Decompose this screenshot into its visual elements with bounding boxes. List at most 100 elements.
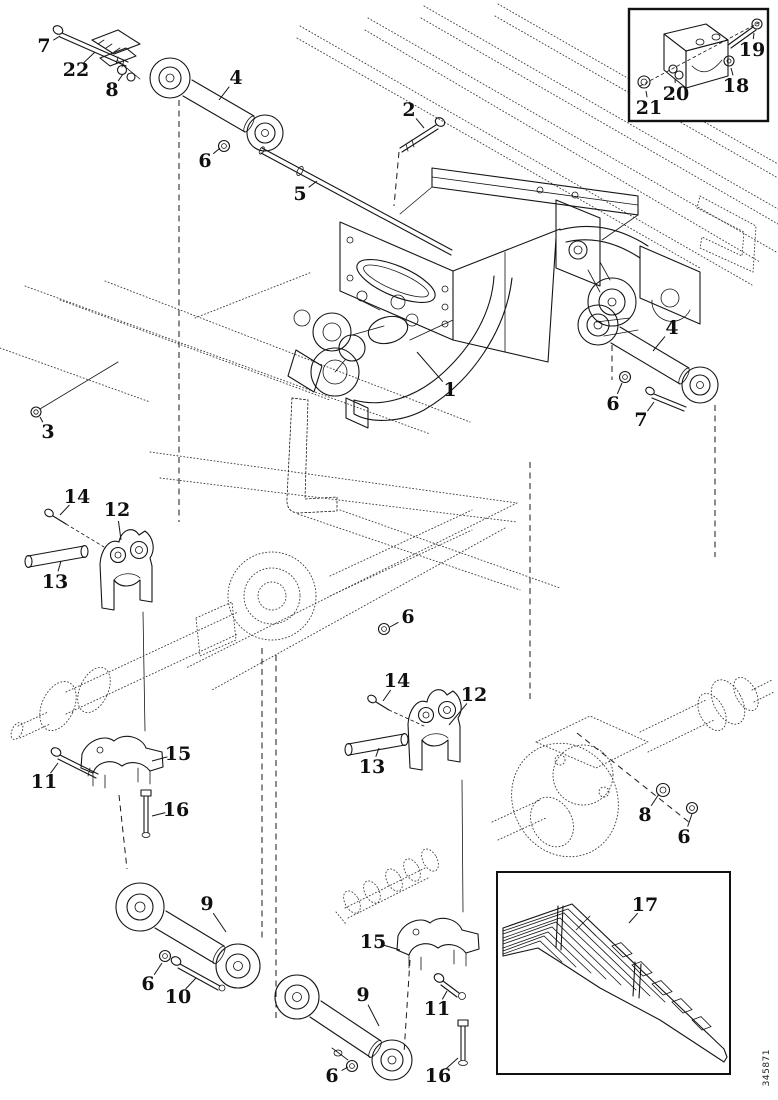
callout-14-16: 14 (64, 486, 90, 508)
nut-6-middle (377, 622, 391, 636)
callout-3-15: 3 (41, 421, 54, 443)
callout-13-22: 13 (359, 756, 385, 778)
bolt-16-middle (457, 1019, 469, 1066)
callout-13-18: 13 (42, 571, 68, 593)
callout-17-36: 17 (632, 894, 658, 916)
callout-leader-6 (389, 621, 399, 628)
callout-12-21: 12 (461, 684, 487, 706)
callout-leader-9 (367, 1004, 380, 1027)
callout-leader-14 (59, 504, 70, 516)
callout-leader-4 (218, 86, 230, 101)
carrier-assembly (287, 167, 701, 429)
bolt-14-left (44, 508, 105, 548)
leaf-spring-17 (502, 903, 728, 1063)
callout-leader-15 (151, 756, 168, 762)
callout-leader-6 (212, 147, 221, 155)
torque-rod-upper-right (577, 304, 719, 404)
pin-13-left (24, 544, 89, 569)
washers-20 (668, 64, 684, 80)
bolt-7-right (645, 386, 687, 412)
callout-8-26: 8 (638, 804, 651, 826)
rear-axle-phantom (335, 676, 775, 925)
callout-11-33: 11 (424, 998, 450, 1020)
callout-leader-10 (185, 977, 197, 990)
bolt-2 (399, 117, 446, 153)
callout-leader-17 (628, 912, 639, 924)
cap-15-left (80, 735, 164, 789)
callout-leader-13 (375, 747, 380, 757)
callout-6-19: 6 (401, 606, 414, 628)
callout-leader-16 (151, 812, 166, 817)
callout-20-9: 20 (663, 83, 689, 105)
callout-leader-6 (153, 962, 163, 976)
callout-7-0: 7 (37, 35, 50, 57)
callout-14-20: 14 (384, 670, 410, 692)
callout-leader-12 (117, 520, 122, 541)
callout-21-10: 21 (636, 97, 662, 119)
front-axle-phantom (10, 509, 473, 740)
callout-9-28: 9 (200, 893, 213, 915)
figure-code: 345871 (762, 1048, 772, 1086)
callout-leader-6 (341, 1066, 349, 1072)
washer-18 (723, 55, 735, 67)
callout-6-29: 6 (141, 973, 154, 995)
callout-15-32: 15 (360, 931, 386, 953)
inset-leaf-spring (496, 871, 731, 1075)
bolt-14-middle (367, 694, 425, 727)
callout-leader-22 (83, 51, 96, 63)
callout-leader-7 (647, 401, 655, 412)
torque-rod-lower-middle (274, 974, 413, 1081)
bolt-11-left (50, 747, 99, 779)
callout-leader-18 (730, 67, 734, 76)
callout-leader-12 (448, 703, 468, 726)
saddle-12-left (99, 529, 154, 611)
pin-13-middle (344, 732, 409, 757)
callout-leader-4 (652, 336, 666, 352)
callout-10-30: 10 (165, 986, 191, 1008)
callout-6-27: 6 (677, 826, 690, 848)
callout-16-34: 16 (425, 1065, 451, 1087)
bolt-7-upper-left (52, 25, 129, 68)
bolt-10 (170, 956, 226, 992)
rod-5 (258, 146, 453, 256)
washer-8-rear (655, 782, 671, 798)
callout-leader-2 (415, 118, 425, 129)
nut-6-lower-left (158, 949, 172, 963)
callout-1-11: 1 (443, 379, 456, 401)
nut-6-upper-left (217, 139, 231, 153)
nut-6-right (618, 370, 632, 384)
callout-7-14: 7 (634, 409, 647, 431)
callout-6-13: 6 (606, 393, 619, 415)
nut-6-rear (685, 801, 699, 815)
callout-leader-6 (687, 813, 693, 827)
washer-8-upper-left (116, 59, 141, 82)
callout-leader-5 (308, 180, 318, 188)
callout-22-1: 22 (63, 59, 89, 81)
callout-leader-19 (752, 32, 755, 40)
cap-15-middle (396, 917, 480, 971)
callout-leader-13 (57, 560, 62, 572)
callout-6-4: 6 (198, 150, 211, 172)
callout-leader-11 (441, 990, 448, 1000)
callout-5-5: 5 (293, 183, 306, 205)
nut-3 (30, 361, 119, 418)
torque-rod-upper-left (149, 57, 284, 152)
callout-leader-3 (39, 416, 44, 423)
callout-leader-1 (416, 351, 444, 383)
callout-8-2: 8 (105, 79, 118, 101)
inset-leaf-spring-border (496, 871, 731, 1075)
callout-leader-8 (117, 73, 124, 82)
torque-rod-lower-left (115, 882, 261, 989)
inset-frame-bracket (627, 7, 770, 123)
lock-plate-22 (91, 29, 141, 67)
callout-leader-9 (212, 912, 227, 933)
callout-layer: 7228465219182021146731412136141213111516… (31, 32, 765, 1087)
nut-21 (637, 75, 651, 89)
callout-11-23: 11 (31, 771, 57, 793)
callout-leader-14 (382, 689, 392, 702)
callout-4-3: 4 (229, 67, 242, 89)
inset-frame-bracket-border (627, 7, 770, 123)
callout-6-35: 6 (325, 1065, 338, 1087)
callout-15-24: 15 (165, 743, 191, 765)
